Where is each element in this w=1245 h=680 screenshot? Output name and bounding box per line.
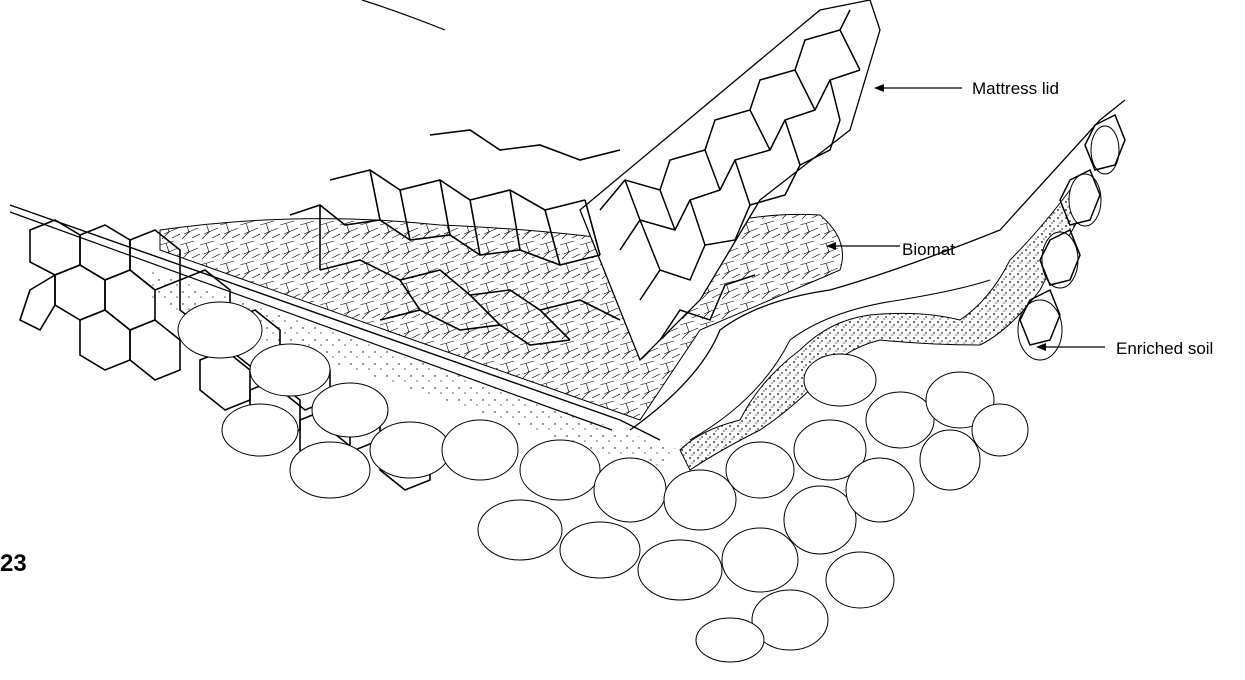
page-number: 23 (0, 552, 27, 576)
stray-line (362, 0, 445, 30)
label-mattress-lid: Mattress lid (972, 80, 1059, 97)
label-biomat: Biomat (902, 241, 955, 258)
label-enriched-soil: Enriched soil (1116, 340, 1213, 357)
arrowhead-mattress-lid (874, 84, 884, 92)
